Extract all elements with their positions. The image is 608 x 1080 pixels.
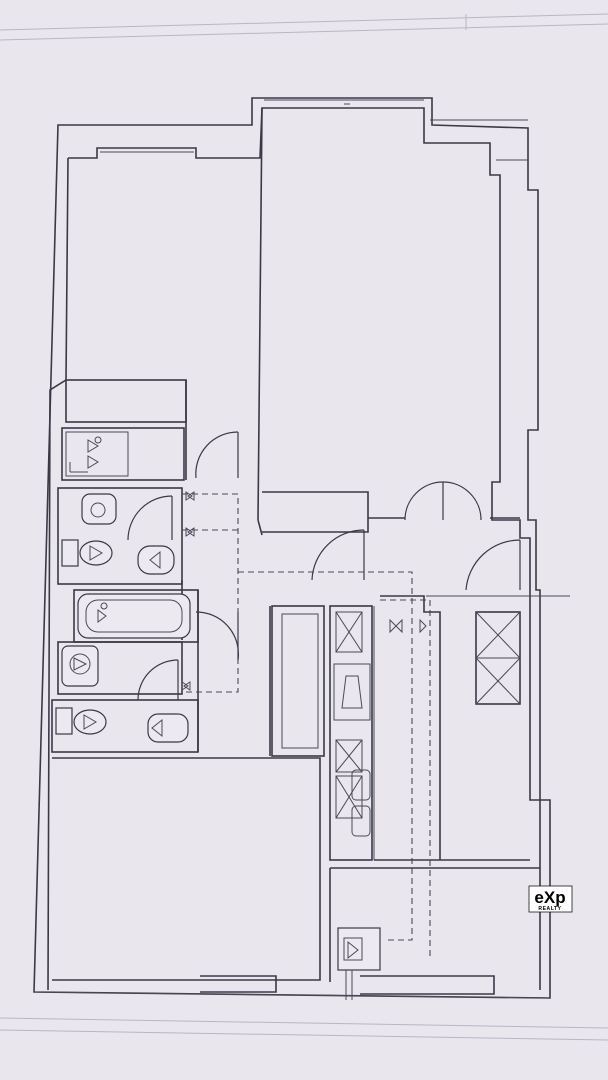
utility-closet [61, 427, 185, 481]
toilet-2 [55, 707, 107, 735]
boiler-unit [329, 868, 495, 1000]
logo-sub-text: REALTY [538, 906, 561, 912]
window-marks [100, 103, 528, 161]
sheet-border [0, 13, 608, 1041]
valve-symbols [181, 491, 427, 691]
bedroom-2-walls [52, 757, 321, 993]
bidet-2 [147, 713, 189, 743]
bedroom-closet [65, 379, 187, 480]
outer-walls [33, 97, 551, 999]
toilet-1 [61, 539, 113, 567]
plumbing-lines [182, 493, 431, 958]
sink-1 [81, 493, 117, 525]
bathtub [77, 593, 191, 639]
kitchen-room-walls [269, 595, 570, 869]
kitchen-counter [329, 605, 375, 861]
living-room-walls [257, 107, 520, 536]
exp-realty-logo: eXp REALTY [528, 885, 573, 913]
hall-closet [271, 605, 325, 757]
sink-2 [61, 645, 99, 687]
logo-main-text: eXp [534, 888, 565, 907]
bidet-1 [137, 545, 175, 575]
